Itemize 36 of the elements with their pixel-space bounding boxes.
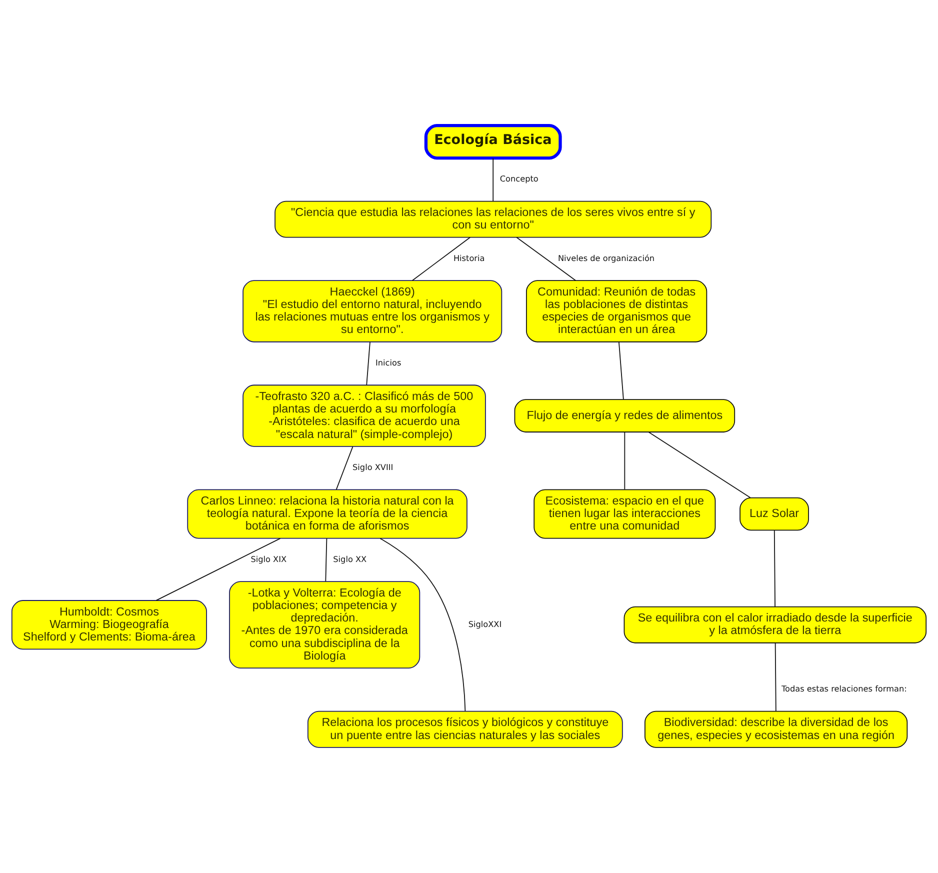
edge-label: Siglo XIX <box>250 554 287 564</box>
node-box: Se equilibra con el calor irradiado desde la superficie y la atmósfera de la tierra <box>624 606 927 644</box>
node-box: Haecckel (1869) "El estudio del entorno natural, incluyendo las relaciones mutuas entre los organismos y su entorno". <box>242 280 502 342</box>
node-box: Humboldt: Cosmos Warming: Biogeografía Shelford y Clements: Bioma-área <box>11 600 207 650</box>
connector <box>618 342 624 400</box>
connector <box>412 236 471 281</box>
connector <box>492 158 494 202</box>
connector <box>156 538 281 601</box>
edge-label: Concepto <box>500 174 538 184</box>
node-box: Ecosistema: espacio en el que tienen lugar las interacciones entre una comunidad <box>534 489 716 539</box>
connector <box>380 538 466 712</box>
node-box: -Teofrasto 320 a.C. : Clasificó más de 500 plantas de acuerdo a su morfología -Aristóteles: clasifica de acuerdo una "escala natural" (simple-complejo) <box>242 384 486 447</box>
connector <box>774 642 776 712</box>
connector <box>624 432 626 490</box>
edge-label: Siglo XX <box>333 554 367 564</box>
connector <box>325 538 328 582</box>
connector <box>366 342 370 386</box>
edge-label: Historia <box>453 252 485 263</box>
node-box: Biodiversidad: describe la diversidad de los genes, especies y ecosistemas en una región <box>644 710 908 748</box>
edge-label: Inicios <box>376 357 402 368</box>
connector <box>336 446 354 490</box>
node-box: Luz Solar <box>740 497 809 531</box>
edge-label: SigloXXI <box>468 618 502 629</box>
edge-label: Niveles de organización <box>558 252 655 263</box>
node-box: "Ciencia que estudia las relaciones las relaciones de los seres vivos entre sí y con su entorno" <box>274 200 712 238</box>
connector <box>516 236 576 281</box>
edge-label: Siglo XVIII <box>352 462 394 472</box>
node-box: -Lotka y Volterra: Ecología de poblaciones; competencia y depredación. -Antes de 1970 era considerada como una subdisciplina de la Biología <box>229 581 420 669</box>
edge-label: Todas estas relaciones forman: <box>781 684 907 694</box>
node-box: Flujo de energía y redes de alimentos <box>514 399 736 432</box>
connector <box>774 530 776 607</box>
node-box: Comunidad: Reunión de todas las poblaciones de distintas especies de organismos que interactúan en un área <box>526 280 708 342</box>
node-box: Carlos Linneo: relaciona la historia natural con la teología natural. Expone la teoría de la ciencia botánica en forma de aforismos <box>187 489 468 539</box>
node-box: Relaciona los procesos físicos y biológicos y constituye un puente entre las ciencias naturales y las sociales <box>307 710 623 748</box>
connector <box>648 432 751 498</box>
node-box: Ecología Básica <box>424 124 562 160</box>
